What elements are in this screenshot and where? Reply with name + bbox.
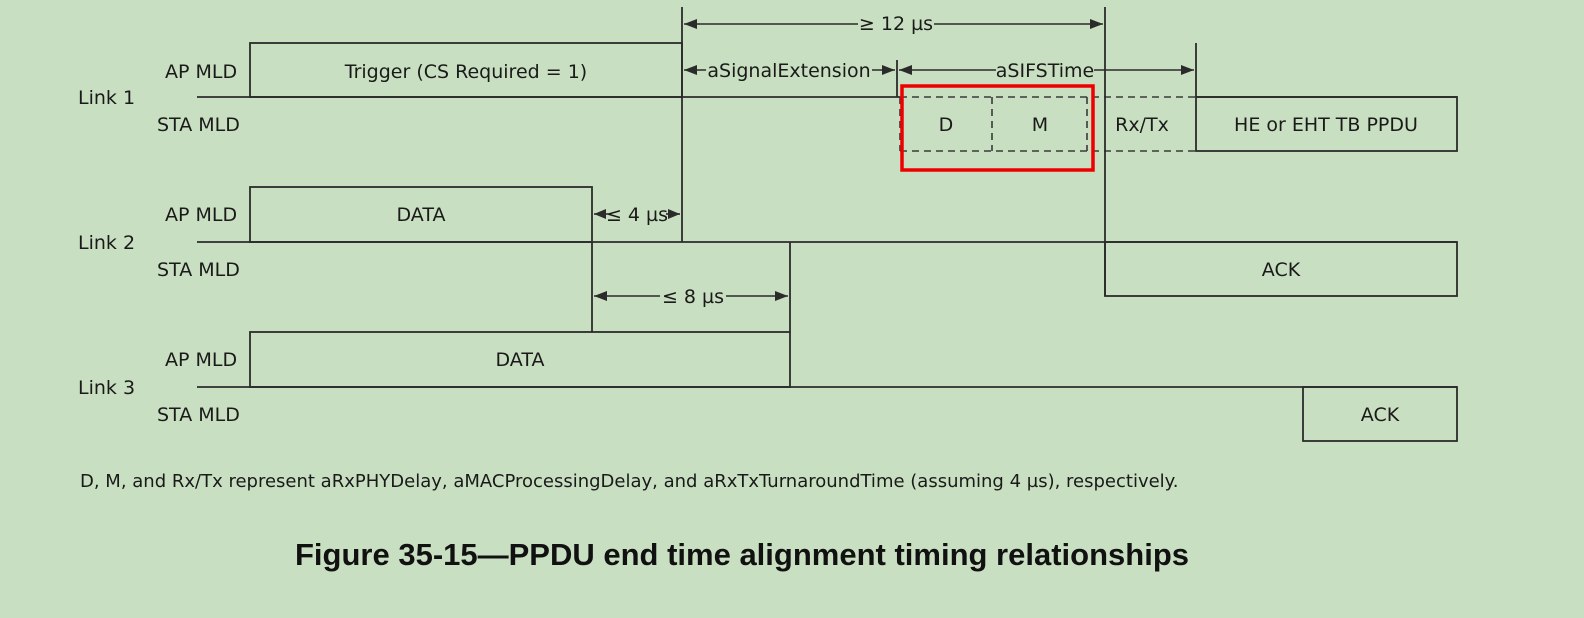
link3-sta-label: STA MLD	[157, 404, 240, 426]
link3-ack-label: ACK	[1361, 404, 1400, 426]
tb-ppdu-label: HE or EHT TB PPDU	[1234, 114, 1418, 136]
link1-ap-label: AP MLD	[165, 61, 237, 83]
link3-ack-frame: ACK	[1302, 386, 1458, 442]
m-box-label: M	[1032, 114, 1048, 136]
link1-sta-label: STA MLD	[157, 114, 240, 136]
signal-ext-interval-arrow: aSignalExtension	[684, 60, 895, 82]
le4-interval-arrow: ≤ 4 µs	[594, 204, 680, 226]
figure-caption: Figure 35-15—PPDU end time alignment tim…	[295, 537, 1189, 572]
link3-data-frame: DATA	[249, 331, 791, 388]
rxtx-box-label: Rx/Tx	[1115, 114, 1169, 136]
sifs-interval-arrow: aSIFSTime	[899, 60, 1194, 82]
d-box-label: D	[939, 114, 954, 136]
link2-ack-frame: ACK	[1104, 241, 1458, 297]
link3-data-label: DATA	[496, 349, 545, 371]
signal-ext-label: aSignalExtension	[707, 60, 870, 82]
le8-interval-arrow: ≤ 8 µs	[594, 286, 788, 308]
highlight-box	[900, 84, 1095, 172]
link3-label: Link 3	[78, 377, 135, 399]
link2-label: Link 2	[78, 232, 135, 254]
trigger-frame: Trigger (CS Required = 1)	[249, 42, 683, 98]
link3-ap-label: AP MLD	[165, 349, 237, 371]
link2-data-frame: DATA	[249, 186, 593, 243]
footnote: D, M, and Rx/Tx represent aRxPHYDelay, a…	[80, 471, 1179, 492]
link1-label: Link 1	[78, 87, 135, 109]
le4-label: ≤ 4 µs	[606, 204, 668, 226]
ge12-interval-arrow: ≥ 12 µs	[684, 13, 1103, 35]
link2-sta-label: STA MLD	[157, 259, 240, 281]
le8-label: ≤ 8 µs	[662, 286, 724, 308]
tb-ppdu-frame: HE or EHT TB PPDU	[1195, 96, 1458, 152]
delay-boxes: D M Rx/Tx	[899, 96, 1196, 152]
trigger-frame-label: Trigger (CS Required = 1)	[344, 61, 587, 83]
link2-ap-label: AP MLD	[165, 204, 237, 226]
sifs-label: aSIFSTime	[996, 60, 1094, 82]
link2-data-label: DATA	[397, 204, 446, 226]
ge12-label: ≥ 12 µs	[859, 13, 933, 35]
link2-ack-label: ACK	[1262, 259, 1301, 281]
